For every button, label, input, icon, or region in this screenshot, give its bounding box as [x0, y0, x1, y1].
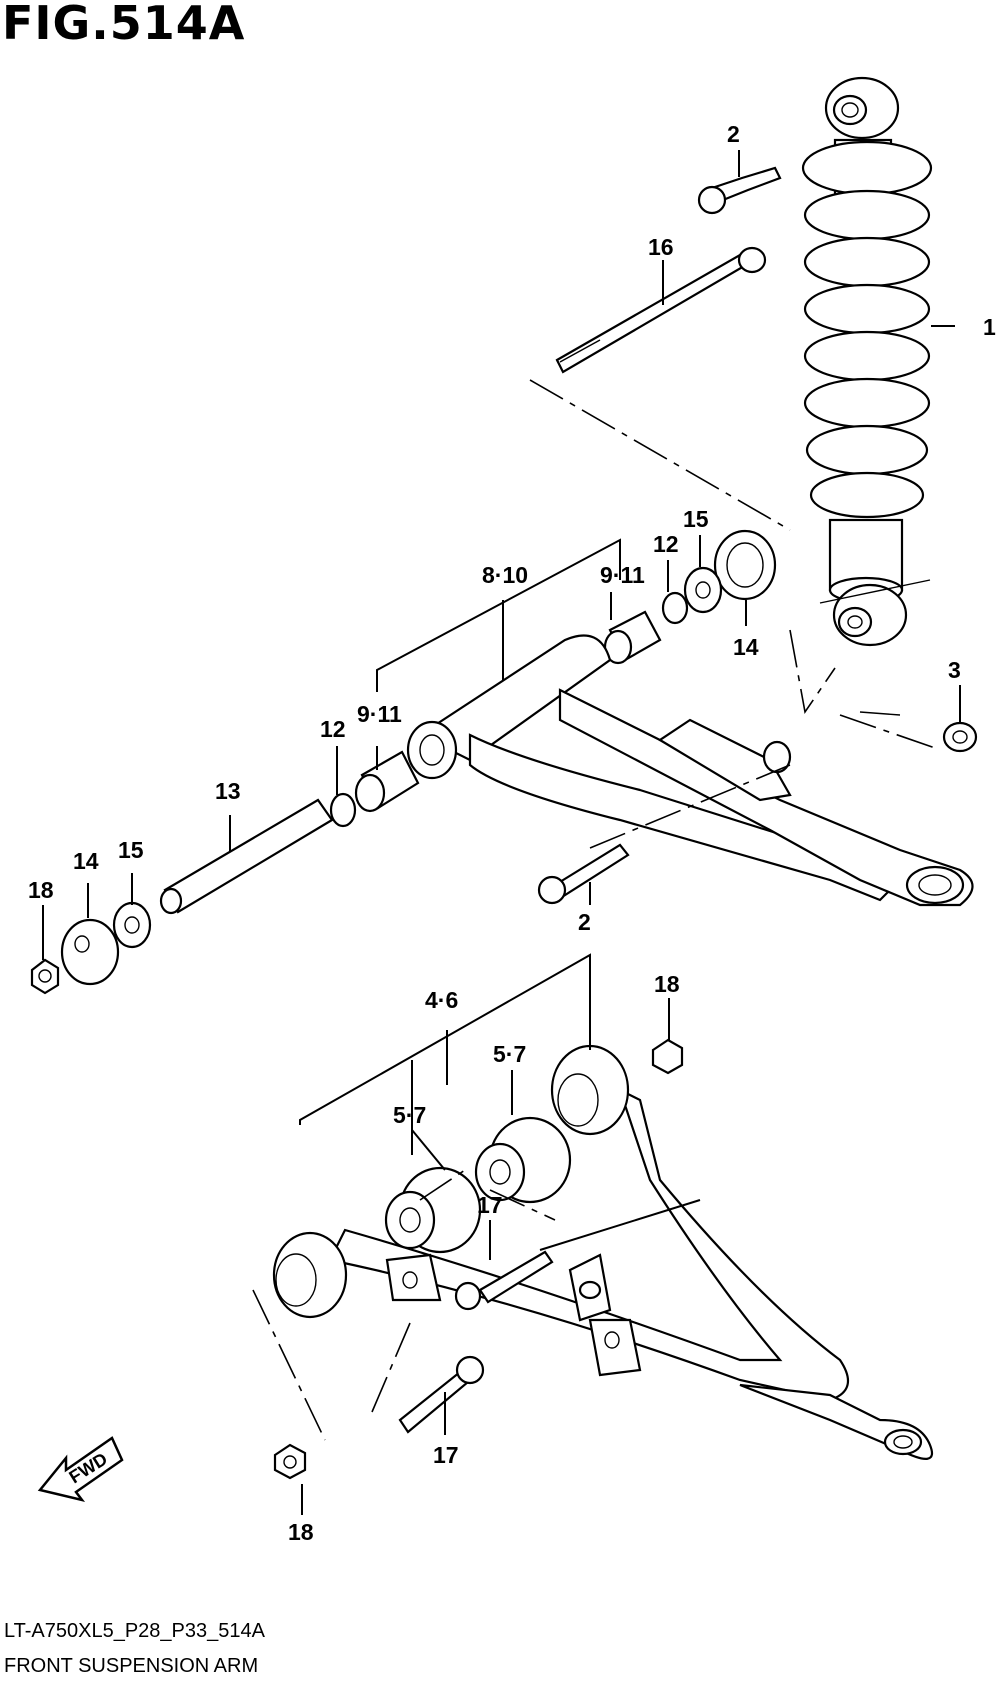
- model-code: LT-A750XL5_P28_P33_514A: [4, 1620, 265, 1642]
- callout-5-7-front: 5·7: [393, 1102, 426, 1128]
- nut-18-upper-arm: [30, 958, 60, 995]
- bushing-14-lower: [60, 918, 120, 986]
- washer-15-upper: [683, 566, 723, 614]
- lower-arm: [272, 1044, 933, 1460]
- figure-title: FIG.514A: [2, 0, 246, 50]
- shock-absorber: [801, 76, 933, 647]
- nut-3: [942, 721, 978, 753]
- pipe-13: [159, 798, 334, 915]
- bolt-17-lower: [398, 1355, 485, 1434]
- callout-12-lower: 12: [320, 716, 346, 742]
- bolt-2-lower: [537, 843, 630, 905]
- callout-8-10: 8·10: [482, 562, 528, 588]
- bolt-2-upper: [697, 166, 782, 215]
- bolt-17-upper: [454, 1250, 554, 1311]
- nut-18-lower-front: [273, 1443, 307, 1480]
- bolt-16-long: [555, 246, 767, 374]
- nut-18-lower-rear: [651, 1038, 684, 1075]
- callout-2-upper: 2: [727, 121, 740, 147]
- callout-15-lower: 15: [118, 837, 144, 863]
- callout-15-upper: 15: [683, 506, 709, 532]
- figure-name: FRONT SUSPENSION ARM: [4, 1655, 259, 1677]
- leader-lines: [42, 150, 961, 1515]
- callout-9-11-upper: 9·11: [600, 562, 645, 588]
- collar-9-11-lower: [354, 750, 420, 813]
- alignment-lines: [252, 379, 936, 1441]
- callout-17-upper: 17: [477, 1192, 503, 1218]
- ring-12-lower: [329, 792, 357, 828]
- callout-17-lower: 17: [433, 1442, 459, 1468]
- callout-16: 16: [648, 234, 674, 260]
- bushing-5-7-front: [384, 1166, 482, 1254]
- washer-15-lower: [112, 901, 152, 949]
- callout-9-11-lower: 9·11: [357, 701, 402, 727]
- callout-1: 1: [983, 314, 996, 340]
- callout-5-7-rear: 5·7: [493, 1041, 526, 1067]
- callout-18-upper-arm: 18: [28, 877, 54, 903]
- callouts: 2 1 16 15 12 9·11 8·10 14 3 12 9·11 13 1…: [28, 121, 996, 1545]
- callout-14-lower: 14: [73, 848, 99, 874]
- callout-18-lower-front: 18: [288, 1519, 314, 1545]
- collar-9-11-upper: [603, 610, 662, 665]
- callout-13: 13: [215, 778, 241, 804]
- callout-18-lower-rear: 18: [654, 971, 680, 997]
- callout-14-upper: 14: [733, 634, 759, 660]
- ring-12-upper: [661, 591, 689, 625]
- callout-2-lower: 2: [578, 909, 591, 935]
- bushing-5-7-rear: [474, 1116, 572, 1204]
- callout-12-upper: 12: [653, 531, 679, 557]
- callout-3: 3: [948, 657, 961, 683]
- callout-4-6: 4·6: [425, 987, 458, 1013]
- fwd-arrow-icon: FWD: [37, 1436, 124, 1503]
- bushing-14-upper: [713, 529, 777, 601]
- upper-arm: [406, 634, 974, 907]
